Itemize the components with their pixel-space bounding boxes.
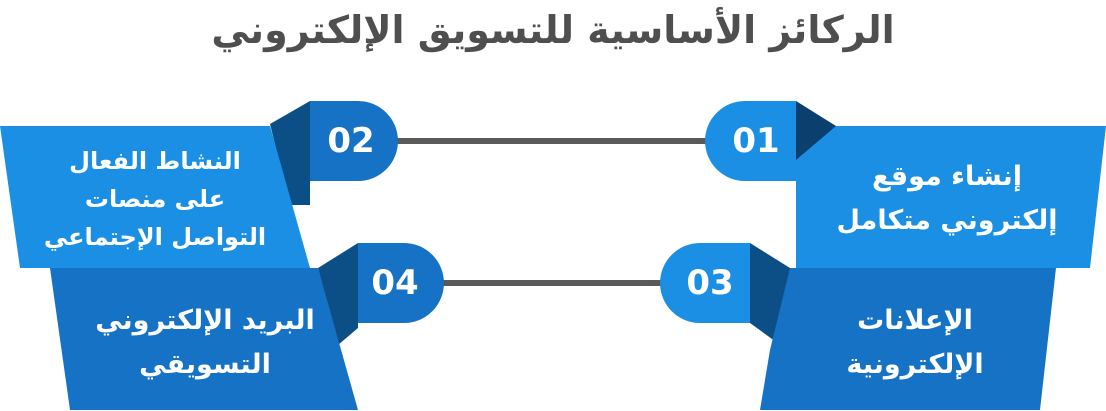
item-04-number-pill: [358, 243, 444, 323]
item-02-line-1: النشاط الفعال: [69, 147, 241, 175]
item-03-number: 03: [686, 263, 733, 303]
item-04-text: البريد الإلكتروني التسويقي: [70, 280, 340, 406]
item-02-line-2: على منصات: [84, 185, 226, 213]
item-02-text: النشاط الفعال على منصات التواصل الإجتماع…: [10, 136, 300, 262]
item-03-line-1: الإعلانات: [857, 305, 973, 336]
item-03-card: [760, 268, 1056, 410]
item-01-number: 01: [732, 121, 779, 161]
item-01-text: إنشاء موقع إلكتروني متكامل: [812, 136, 1082, 262]
item-02-fold: [270, 101, 310, 205]
item-01: 01: [705, 101, 1106, 268]
item-01-card: [796, 126, 1106, 268]
item-03-number-pill: [660, 243, 750, 323]
item-04-number: 04: [371, 263, 418, 303]
item-02-number-pill: [310, 101, 398, 181]
item-01-number-pill: [705, 101, 796, 181]
item-03: 03: [660, 243, 1056, 410]
item-01-line-2: إلكتروني متكامل: [836, 205, 1058, 236]
item-02-line-3: التواصل الإجتماعي: [43, 223, 267, 251]
item-04-card: [50, 268, 358, 410]
item-04-line-2: التسويقي: [139, 349, 271, 380]
page-title: الركائز الأساسية للتسويق الإلكتروني: [211, 8, 895, 52]
item-02-number: 02: [327, 121, 374, 161]
item-02-card: [0, 126, 310, 268]
item-04-fold: [318, 243, 358, 345]
item-04-line-1: البريد الإلكتروني: [95, 305, 315, 336]
item-03-text: الإعلانات الإلكترونية: [790, 280, 1040, 406]
item-03-line-2: الإلكترونية: [846, 349, 984, 380]
item-01-line-1: إنشاء موقع: [872, 161, 1022, 192]
item-02: 02: [0, 101, 398, 268]
item-04: 04: [50, 243, 444, 410]
